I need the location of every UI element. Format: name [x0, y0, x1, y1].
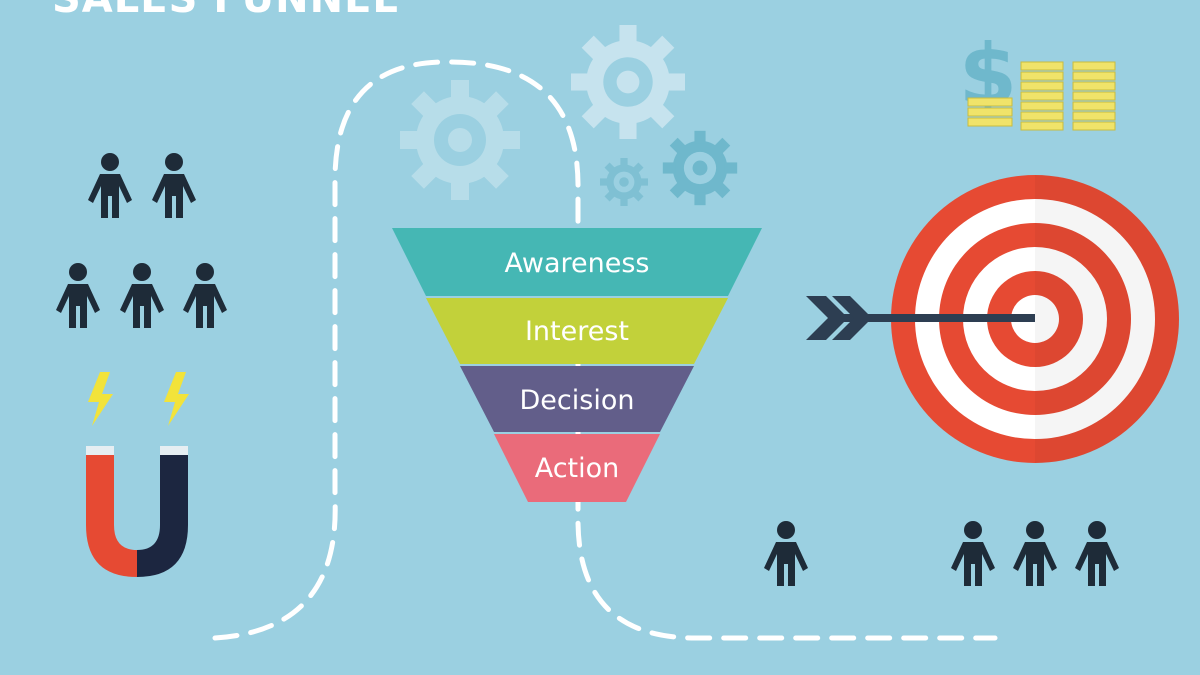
- gear-icon: [400, 80, 520, 200]
- funnel-stage-interest: [426, 298, 728, 364]
- person-icon: [1075, 521, 1119, 586]
- dashed-journey-path: [212, 59, 998, 641]
- person-icon: [88, 153, 132, 218]
- funnel-stage-action: [494, 434, 660, 502]
- person-icon: [764, 521, 808, 586]
- gear-icon: [571, 24, 685, 139]
- sales-funnel: Awareness Interest Decision Action: [392, 228, 762, 502]
- funnel-label-awareness: Awareness: [505, 248, 650, 279]
- people-group-right-single: [764, 521, 808, 586]
- lightning-bolt-icon: [164, 372, 189, 426]
- gear-icon: [600, 158, 648, 206]
- funnel-label-decision: Decision: [520, 385, 635, 416]
- diagram-title: SALES FUNNEL: [52, 0, 399, 22]
- people-group-left-bottom: [56, 263, 227, 328]
- funnel-label-interest: Interest: [525, 316, 629, 347]
- people-group-left-top: [88, 153, 196, 218]
- funnel-stage-awareness: [392, 228, 762, 296]
- people-group-right: [951, 521, 1119, 586]
- gear-icon: [662, 130, 738, 206]
- lightning-bolt-icon: [88, 372, 113, 426]
- person-icon: [183, 263, 227, 328]
- person-icon: [152, 153, 196, 218]
- funnel-label-action: Action: [535, 453, 620, 484]
- person-icon: [951, 521, 995, 586]
- person-icon: [1013, 521, 1057, 586]
- person-icon: [120, 263, 164, 328]
- magnet-icon: [86, 446, 188, 577]
- arrow-icon: [806, 296, 1035, 340]
- funnel-stage-decision: [460, 366, 694, 432]
- money-icon: $: [959, 26, 1116, 131]
- person-icon: [56, 263, 100, 328]
